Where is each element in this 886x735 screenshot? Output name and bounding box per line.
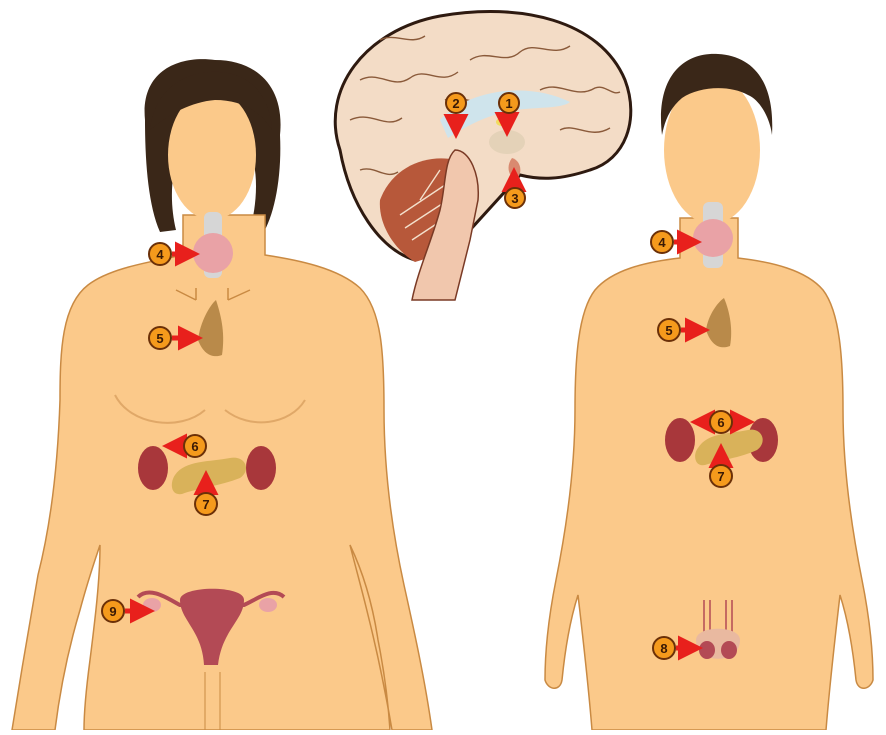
- female-kidney-right: [246, 446, 276, 490]
- marker-5-female: 5: [149, 327, 171, 349]
- marker-4-male: 4: [651, 231, 673, 253]
- marker-6-male: 6: [710, 411, 732, 433]
- marker-4-male-label: 4: [658, 235, 666, 250]
- brain-cerebrum: [335, 12, 631, 260]
- marker-7-male: 7: [710, 465, 732, 487]
- marker-9-female: 9: [102, 600, 124, 622]
- hypothalamus: [489, 130, 525, 154]
- marker-6-female: 6: [184, 435, 206, 457]
- marker-5-male: 5: [658, 319, 680, 341]
- male-kidney-left: [665, 418, 695, 462]
- marker-2-label: 2: [452, 96, 459, 111]
- marker-6-male-label: 6: [717, 415, 724, 430]
- marker-8-male: 8: [653, 637, 675, 659]
- marker-7-male-label: 7: [717, 469, 724, 484]
- marker-1-label: 1: [505, 96, 512, 111]
- marker-3: 3: [505, 188, 525, 208]
- marker-3-label: 3: [511, 191, 518, 206]
- marker-7-female-label: 7: [202, 497, 209, 512]
- marker-9-female-label: 9: [109, 604, 116, 619]
- marker-4-female: 4: [149, 243, 171, 265]
- marker-8-male-label: 8: [660, 641, 667, 656]
- marker-1: 1: [499, 93, 519, 113]
- marker-4-female-label: 4: [156, 247, 164, 262]
- marker-5-male-label: 5: [665, 323, 672, 338]
- marker-7-female: 7: [195, 493, 217, 515]
- marker-2: 2: [446, 93, 466, 113]
- marker-6-female-label: 6: [191, 439, 198, 454]
- marker-5-female-label: 5: [156, 331, 163, 346]
- brain-sagittal-section: [335, 12, 631, 300]
- female-kidney-left: [138, 446, 168, 490]
- female-face: [168, 90, 256, 220]
